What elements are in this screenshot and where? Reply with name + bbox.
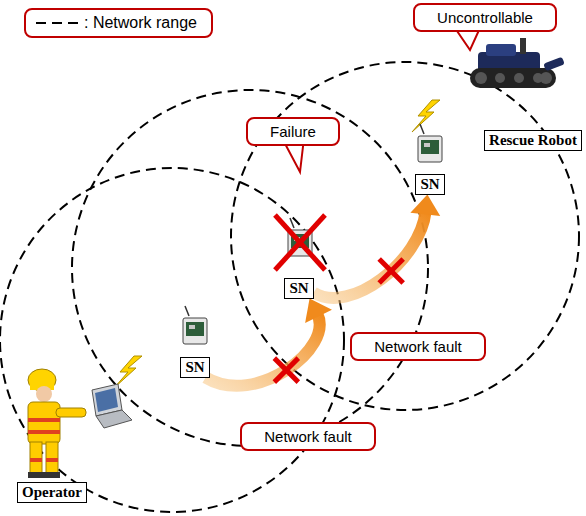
relay-arrow	[206, 299, 332, 386]
node-text: Network fault	[374, 338, 462, 355]
laptop	[92, 384, 132, 428]
network-range	[231, 62, 579, 410]
node-text: Network fault	[264, 428, 352, 445]
legend-line-sample	[36, 17, 80, 29]
network-range	[72, 90, 428, 446]
node-text: Operator	[22, 484, 82, 501]
callout-box: Network fault	[350, 332, 486, 361]
node-text: Failure	[270, 123, 316, 140]
fault-cross	[274, 358, 298, 382]
rescue-robot	[470, 38, 565, 88]
sensor-node-icon	[183, 306, 207, 344]
sensor-node-icon	[418, 124, 442, 162]
operator-figure	[28, 369, 86, 478]
wireless-bolt	[412, 100, 440, 132]
node-text: Rescue Robot	[489, 132, 577, 149]
legend-row: : Network range	[36, 14, 197, 32]
sensor-node-label: SN	[284, 278, 313, 299]
operator-label: Operator	[17, 482, 87, 503]
callout-box: Uncontrollable	[413, 3, 557, 32]
sensor-node-label: SN	[180, 357, 209, 378]
relay-arrow	[314, 195, 441, 298]
callout-box: Network fault	[240, 422, 376, 451]
node-text: SN	[185, 359, 204, 376]
node-text: SN	[420, 176, 439, 193]
node-text: SN	[289, 280, 308, 297]
node-text: Uncontrollable	[437, 9, 533, 26]
sensor-node-label: SN	[415, 174, 444, 195]
failure-cross	[275, 215, 325, 270]
legend: : Network range	[24, 8, 213, 38]
legend-text: : Network range	[84, 14, 197, 32]
wireless-bolt	[114, 356, 142, 388]
network-range	[0, 168, 344, 512]
robot-label: Rescue Robot	[484, 130, 582, 151]
callout-box: Failure	[246, 117, 340, 146]
fault-cross	[379, 259, 403, 283]
